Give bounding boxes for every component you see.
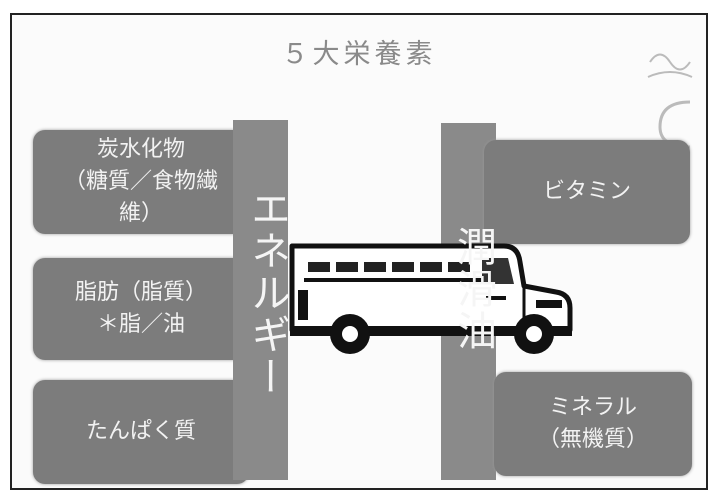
carbohydrate-sub2: 維）: [118, 201, 163, 226]
carbohydrate-box: 炭水化物 （糖質／食物繊 維）: [33, 130, 249, 234]
fat-label: 脂肪（脂質）: [74, 280, 207, 305]
mineral-sub: （無機質）: [537, 427, 648, 452]
protein-label: たんぱく質: [85, 419, 196, 444]
energy-label: エネルギー: [244, 188, 290, 398]
page-title: ５大栄養素: [281, 39, 437, 70]
school-bus-icon: [289, 243, 573, 354]
vitamin-label: ビタミン: [542, 179, 631, 204]
energy-band: [233, 120, 288, 480]
vitamin-box: ビタミン: [484, 140, 690, 244]
protein-box: たんぱく質: [33, 380, 249, 484]
lubricant-label: 潤滑油: [450, 226, 496, 352]
decoration-icon: [647, 53, 693, 149]
mineral-box: ミネラル （無機質）: [494, 372, 692, 476]
mineral-label: ミネラル: [548, 395, 637, 420]
carbohydrate-label: 炭水化物: [96, 137, 185, 162]
fat-sub: ＊脂／油: [96, 312, 185, 337]
carbohydrate-sub1: （糖質／食物繊: [63, 169, 218, 194]
fat-box: 脂肪（脂質） ＊脂／油: [33, 258, 249, 360]
